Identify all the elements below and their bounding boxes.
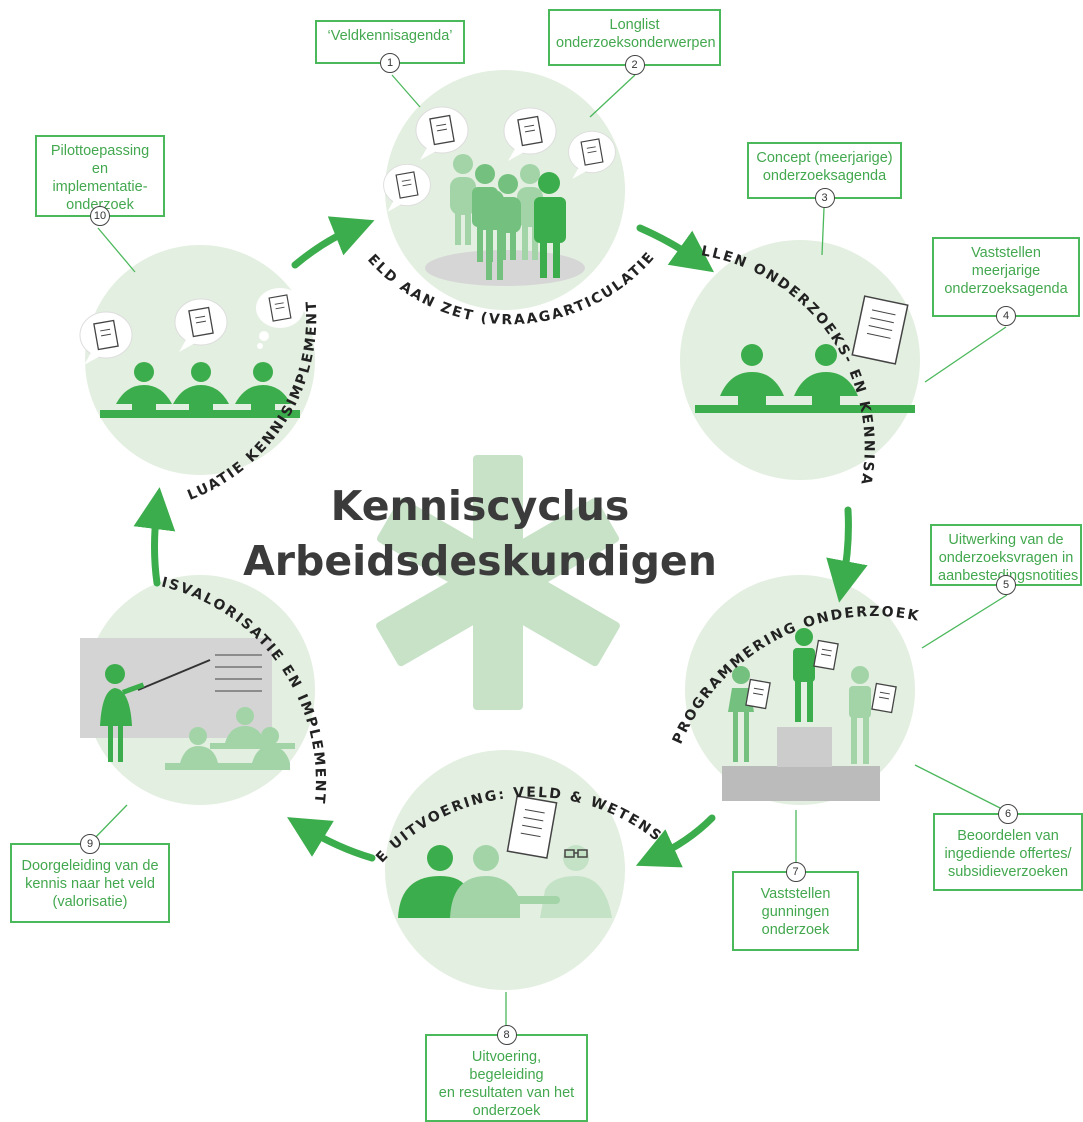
diagram-title-line2: Arbeidsdeskundigen — [243, 537, 717, 585]
step-number: 5 — [996, 575, 1016, 595]
arrow-2-to-3 — [826, 506, 868, 603]
step-text: Concept (meerjarige) onderzoeksagenda — [756, 150, 893, 184]
step-box-1: ‘Veldkennisagenda’ 1 — [315, 20, 465, 73]
arrow-6-to-1 — [291, 216, 375, 269]
meeting-table-icon — [695, 295, 915, 413]
step-box-3: Concept (meerjarige) onderzoeksagenda 3 — [747, 142, 902, 208]
arrow-5-to-6 — [133, 487, 176, 587]
handshake-icon — [398, 795, 612, 918]
step-number: 7 — [785, 862, 806, 882]
phase-circle-6 — [85, 245, 315, 475]
step-text: ‘Veldkennisagenda’ — [327, 28, 453, 44]
arrow-1-to-2 — [636, 224, 715, 273]
arrow-4-to-5 — [287, 817, 376, 862]
step-box-4: Vaststellen meerjarige onderzoeksagenda … — [932, 237, 1080, 326]
phase-circle-4 — [385, 750, 625, 990]
step-number: 9 — [80, 834, 100, 854]
cycle-arrows — [133, 216, 868, 868]
diagram-title-line1: Kenniscyclus — [330, 482, 630, 530]
step-number: 8 — [496, 1025, 517, 1045]
step-number: 1 — [380, 53, 400, 73]
step-number: 3 — [814, 188, 835, 208]
step-text: Beoordelen van ingediende offertes/ subs… — [944, 828, 1072, 880]
step-number: 10 — [90, 206, 110, 226]
step-box-7: Vaststellen gunningen onderzoek 7 — [732, 862, 859, 951]
step-number: 4 — [996, 306, 1016, 326]
presentation-board-icon — [80, 638, 295, 770]
step-box-8: Uitvoering, begeleiding en resultaten va… — [425, 1025, 588, 1122]
step-number: 2 — [624, 55, 645, 75]
step-box-2: Longlist onderzoeksonderwerpen 2 — [548, 9, 721, 75]
step-text: Longlist onderzoeksonderwerpen — [556, 17, 716, 51]
step-box-10: Pilottoepassing en implementatie- onderz… — [35, 135, 165, 226]
meeting-table-icon — [80, 288, 304, 418]
asterisk-icon — [376, 455, 620, 710]
step-box-9: Doorgeleiding van de kennis naar het vel… — [10, 834, 170, 923]
podium-icon — [722, 628, 897, 801]
step-text: Vaststellen meerjarige onderzoeksagenda — [944, 245, 1068, 297]
phase-circle-2 — [680, 240, 920, 480]
step-box-5: Uitwerking van de onderzoeksvragen in aa… — [930, 524, 1082, 595]
arrow-3-to-4 — [635, 814, 716, 868]
step-text: Uitvoering, begeleiding en resultaten va… — [438, 1049, 575, 1119]
step-text: Pilottoepassing en implementatie- onderz… — [50, 143, 150, 213]
speech-bubble-document-icon — [80, 288, 304, 365]
people-group-icon — [384, 107, 616, 286]
step-number: 6 — [998, 804, 1018, 824]
step-text: Doorgeleiding van de kennis naar het vel… — [21, 858, 159, 910]
step-text: Vaststellen gunningen onderzoek — [760, 886, 831, 938]
step-box-6: Beoordelen van ingediende offertes/ subs… — [933, 804, 1083, 891]
